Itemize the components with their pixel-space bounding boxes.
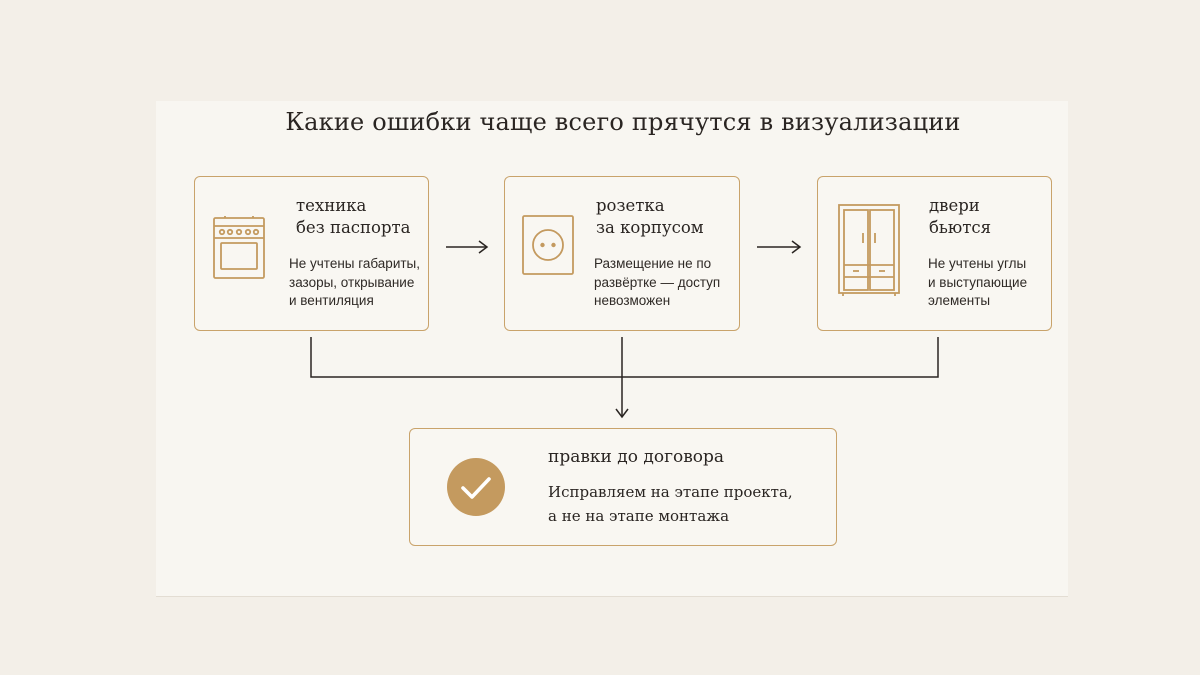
card-result: правки до договора Исправляем на этапе п…: [409, 428, 837, 546]
card-doors: двери бьются Не учтены углы и выступающи…: [817, 176, 1052, 331]
card-description: Размещение не по развёртке — доступ нево…: [594, 256, 721, 308]
wardrobe-icon: [837, 203, 901, 297]
arrow-head: [791, 240, 802, 254]
card-description: Не учтены углы и выступающие элементы: [928, 256, 1028, 308]
bracket-line: [310, 337, 939, 378]
down-arrow-head: [615, 408, 629, 419]
card-socket: розетка за корпусом Размещение не по раз…: [504, 176, 740, 331]
arrow-head: [478, 240, 489, 254]
result-description: Исправляем на этапе проекта, а не на эта…: [548, 483, 793, 525]
checkmark-icon: [447, 458, 505, 516]
socket-icon: [521, 214, 575, 276]
card-title: техника без паспорта: [296, 196, 411, 237]
card-title: розетка за корпусом: [596, 196, 704, 237]
card-description: Не учтены габариты, зазоры, открывание и…: [289, 256, 420, 308]
card-title: двери бьются: [929, 196, 992, 237]
result-title: правки до договора: [548, 447, 725, 467]
card-appliances: техника без паспорта Не учтены габариты,…: [194, 176, 429, 331]
page-title: Какие ошибки чаще всего прячутся в визуа…: [285, 108, 961, 136]
stove-icon: [211, 213, 267, 281]
